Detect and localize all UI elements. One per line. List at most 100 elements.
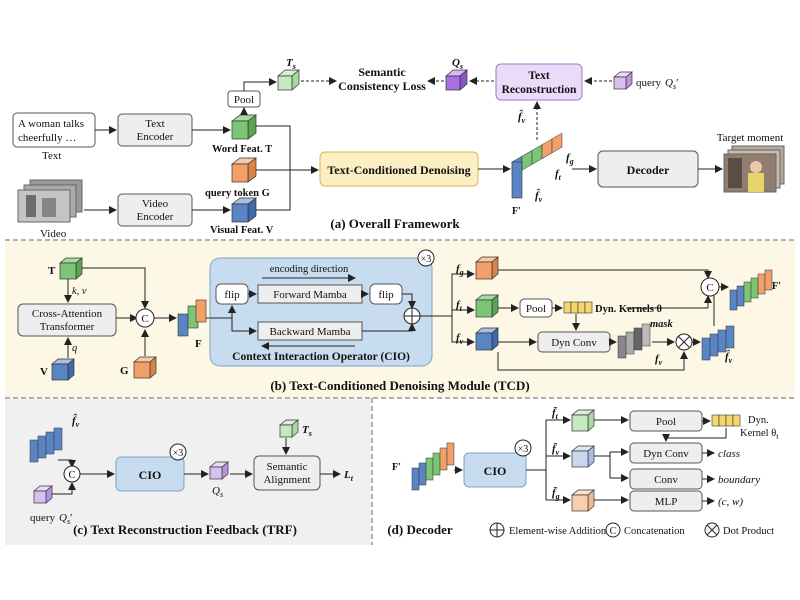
dec-class-label: class xyxy=(718,448,740,460)
fg-label: fg xyxy=(566,152,574,166)
f-prime-label: F′ xyxy=(512,206,521,217)
dec-caption: (d) Decoder xyxy=(387,522,453,537)
dec-dyn-conv-label: Dyn Conv xyxy=(643,448,689,460)
text-recon-line1: Text xyxy=(528,70,549,82)
tcd-panel: T k, v Cross-Attention Transformer q V G… xyxy=(5,241,795,398)
decoder-panel: F′ CIO ×3 f̄t f̄v f̄g Pool xyxy=(387,407,779,538)
overall-framework-panel: A woman talks cheerfully … Text Text Enc… xyxy=(12,57,785,240)
query-token-label: query token G xyxy=(205,188,270,199)
trf-qs-label: Qs xyxy=(212,485,223,499)
trf-ts-cube xyxy=(279,419,299,438)
semantic-alignment-line1: Semantic xyxy=(267,461,308,473)
dyn-kernels-blocks xyxy=(563,301,593,314)
cross-attn-line1: Cross-Attention xyxy=(32,308,103,320)
dyn-kernels-label: Dyn. Kernels θ xyxy=(595,304,663,315)
video-label: Video xyxy=(40,228,67,240)
cross-attn-line2: Transformer xyxy=(40,321,95,333)
trf-query-cube xyxy=(33,485,53,504)
video-encoder-line1: Video xyxy=(142,198,169,210)
legend-add-label: Element-wise Addition xyxy=(509,526,607,537)
tcd-f-prime-label: F′ xyxy=(772,281,781,292)
dec-pool-label: Pool xyxy=(656,416,676,428)
tcd-ft-cube xyxy=(475,294,499,318)
tcd-g-cube xyxy=(133,356,157,379)
ft-label: ft xyxy=(555,168,562,182)
word-feat-label: Word Feat. T xyxy=(212,144,272,155)
dec-times3: ×3 xyxy=(518,444,529,455)
overall-caption: (a) Overall Framework xyxy=(330,216,460,231)
tcd-concat-symbol: C xyxy=(141,313,148,325)
tcd-pool-label: Pool xyxy=(526,303,546,315)
q-label: q xyxy=(72,343,77,354)
ts-cube xyxy=(277,69,300,91)
dec-repeat-node xyxy=(514,439,532,457)
semantic-alignment-line2: Alignment xyxy=(263,474,310,486)
tcd-fv-hat-label: f̂v xyxy=(725,350,733,365)
visual-feat-label: Visual Feat. V xyxy=(210,225,274,236)
target-moment-thumbnail xyxy=(723,145,785,193)
dec-f-prime-stack xyxy=(411,442,455,491)
cio-label: Context Interaction Operator (CIO) xyxy=(232,351,410,363)
backward-mamba-label: Backward Mamba xyxy=(270,326,351,338)
tcd-fg-cube xyxy=(475,256,499,280)
ts-label: Ts xyxy=(286,57,296,71)
legend-concat-icon xyxy=(605,522,621,538)
tcd-ft-label: ft xyxy=(456,299,463,313)
text-encoder-line1: Text xyxy=(145,118,164,130)
trf-lt-label: Lt xyxy=(343,469,354,483)
semantic-loss-line1: Semantic xyxy=(358,65,406,79)
mask-label: mask xyxy=(650,319,674,330)
flip-right-label: flip xyxy=(378,289,394,301)
flip-left-label: flip xyxy=(224,289,240,301)
trf-qs-cube xyxy=(209,461,229,480)
dec-ft-label: f̄t xyxy=(552,407,559,421)
tcd-final-concat-symbol: C xyxy=(706,282,713,294)
word-feat-cube xyxy=(230,114,258,140)
trf-times3: ×3 xyxy=(173,448,184,459)
f-prime-stack xyxy=(511,132,563,199)
trf-fv-hat-stack xyxy=(29,427,63,463)
mask-stack xyxy=(617,323,651,359)
tcd-t-cube xyxy=(59,257,83,280)
dec-kernel-line2: Kernel θt xyxy=(740,428,779,441)
dec-fv-label: f̄v xyxy=(552,443,560,457)
tcd-fg-label: fg xyxy=(456,263,464,277)
semantic-alignment-box xyxy=(253,455,321,491)
fv-hat-stack xyxy=(701,325,735,361)
input-text-line1: A woman talks xyxy=(18,118,84,130)
dec-cio-label: CIO xyxy=(484,464,507,478)
trf-cio-label: CIO xyxy=(139,468,162,482)
tcd-v-label: V xyxy=(40,366,48,378)
trf-caption: (c) Text Reconstruction Feedback (TRF) xyxy=(73,522,297,537)
tcd-dyn-conv-label: Dyn Conv xyxy=(551,337,597,349)
text-label: Text xyxy=(42,150,61,162)
cross-attention-box xyxy=(17,303,117,337)
fv-hat-label-upper: f̂v xyxy=(518,110,526,125)
fv-hat-label-lower: f̂v xyxy=(535,189,543,204)
text-encoder-line2: Encoder xyxy=(137,131,174,143)
dec-kernel-blocks xyxy=(711,414,741,427)
cio-repeat-node xyxy=(417,249,435,267)
trf-fv-hat-label: f̂v xyxy=(72,414,80,429)
qs-label: Qs xyxy=(452,57,463,71)
query-token-cube xyxy=(230,157,258,183)
trf-ts-label: Ts xyxy=(302,424,312,438)
kv-label: k, v xyxy=(72,286,87,297)
tcd-fv-label: fv xyxy=(456,332,464,346)
semantic-loss-line2: Consistency Loss xyxy=(338,79,426,93)
input-text-line2: cheerfully … xyxy=(18,132,76,144)
text-recon-line2: Reconstruction xyxy=(502,84,577,96)
trf-concat-symbol: C xyxy=(68,470,75,481)
dec-boundary-label: boundary xyxy=(718,474,760,486)
tcd-fv-out-label: fv xyxy=(655,353,663,367)
tcd-g-label: G xyxy=(120,365,129,377)
target-moment-label: Target moment xyxy=(717,132,784,144)
legend-dot-label: Dot Product xyxy=(723,526,774,537)
query-cube xyxy=(613,71,633,90)
encoding-direction-label: encoding direction xyxy=(270,264,349,275)
tcd-t-label: T xyxy=(48,265,56,277)
dec-conv-label: Conv xyxy=(654,474,678,486)
